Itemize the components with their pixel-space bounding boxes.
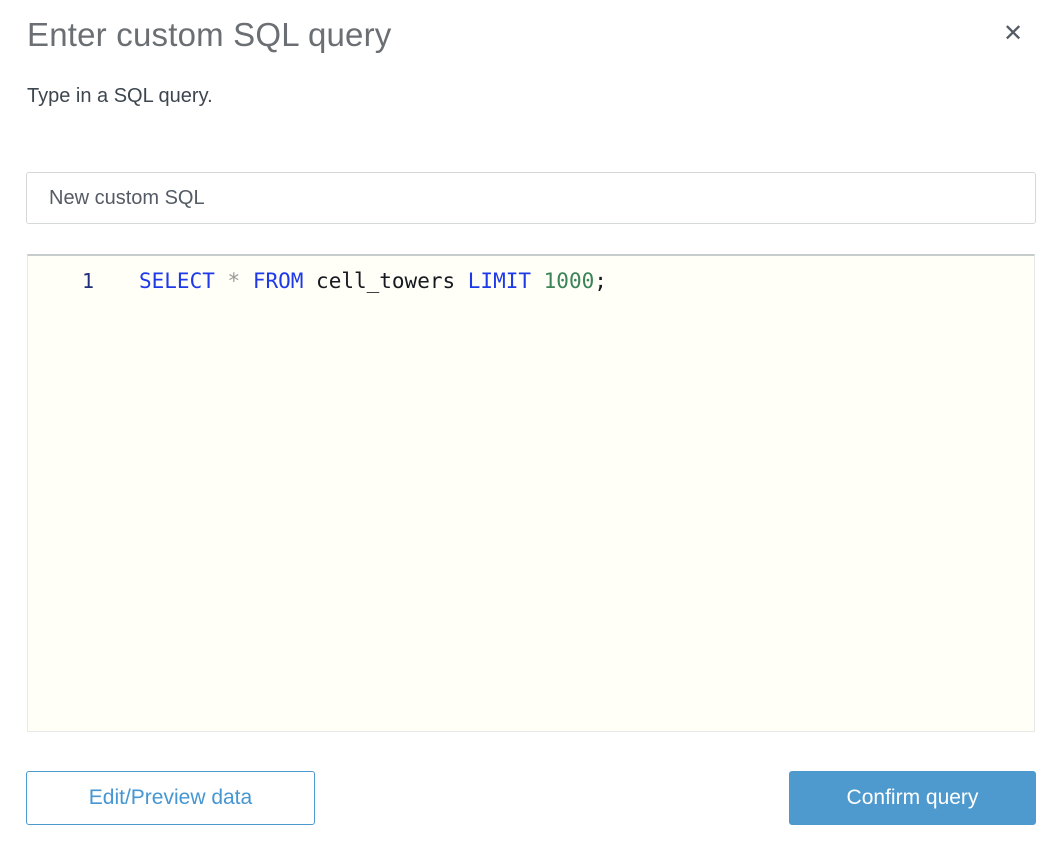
dialog-subtitle: Type in a SQL query.	[27, 85, 213, 107]
sql-token-plain: ;	[594, 269, 607, 293]
sql-token-keyword: SELECT	[139, 269, 215, 293]
editor-line-number: 1	[81, 269, 94, 293]
sql-token-operator: *	[227, 269, 241, 293]
sql-code-editor[interactable]: 1 SELECT * FROM cell_towers LIMIT 1000;	[27, 254, 1035, 732]
sql-token-number: 1000	[543, 269, 595, 293]
sql-code-line[interactable]: SELECT * FROM cell_towers LIMIT 1000;	[118, 268, 1034, 295]
confirm-query-button[interactable]: Confirm query	[789, 771, 1036, 825]
sql-token-plain	[215, 269, 228, 293]
sql-token-keyword: LIMIT	[467, 269, 531, 293]
dialog-title: Enter custom SQL query	[27, 16, 392, 53]
query-name-input[interactable]	[26, 172, 1036, 224]
sql-token-plain	[531, 269, 544, 293]
sql-token-keyword: FROM	[252, 269, 304, 293]
sql-token-identifier: cell_towers	[303, 269, 468, 293]
edit-preview-data-button[interactable]: Edit/Preview data	[26, 771, 315, 825]
close-icon[interactable]: ✕	[998, 18, 1028, 48]
sql-token-plain	[240, 269, 253, 293]
